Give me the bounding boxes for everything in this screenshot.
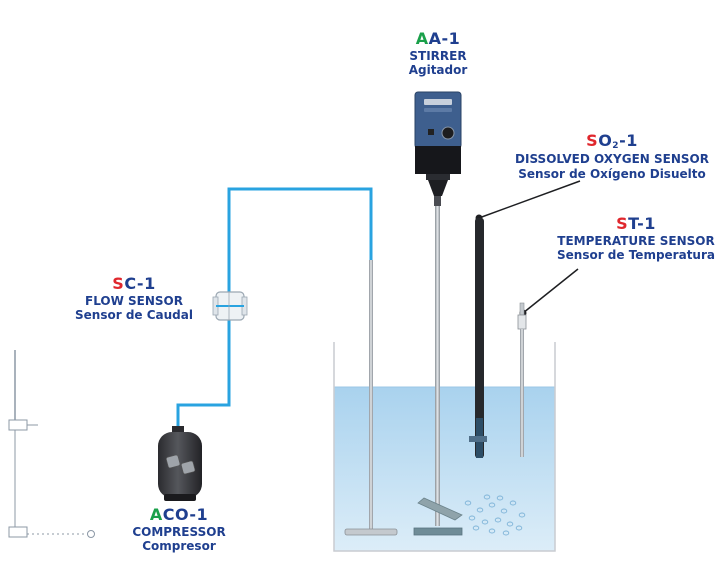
compressor-body [158, 426, 202, 501]
temperature-sensor-code: ST-1 [616, 214, 656, 233]
compressor-label: ACO-1 COMPRESSOR Compresor [120, 505, 238, 554]
stirrer-unit [413, 91, 463, 536]
temperature-probe [517, 268, 579, 457]
stirrer-name-es: Agitador [408, 63, 468, 78]
stirrer-name-en: STIRRER [409, 48, 467, 63]
air-bubbles [464, 494, 526, 536]
flow-sensor-name-en: FLOW SENSOR [85, 293, 183, 308]
air-tube [176, 187, 373, 428]
flow-sensor-label: SC-1 FLOW SENSOR Sensor de Caudal [64, 274, 204, 323]
oxygen-sensor-name-es: Sensor de Oxígeno Disuelto [518, 166, 706, 181]
compressor-name-es: Compresor [142, 539, 216, 554]
stirrer-label: AA-1 STIRRER Agitador [392, 29, 484, 78]
side-stand [8, 350, 95, 538]
temperature-sensor-name-es: Sensor de Temperatura [557, 248, 715, 263]
temperature-sensor-label: ST-1 TEMPERATURE SENSOR Sensor de Temper… [550, 214, 722, 263]
stirrer-base [413, 527, 463, 536]
oxygen-sensor-code: SO2-1 [586, 131, 638, 151]
flow-sensor-body [212, 291, 248, 321]
air-diffuser [344, 260, 398, 536]
stirrer-shaft [435, 206, 440, 526]
stirrer-code: AA-1 [415, 29, 461, 48]
compressor-code: ACO-1 [149, 505, 209, 524]
oxygen-sensor-label: SO2-1 DISSOLVED OXYGEN SENSOR Sensor de … [502, 131, 722, 181]
flow-sensor-name-es: Sensor de Caudal [75, 308, 193, 323]
temperature-sensor-name-en: TEMPERATURE SENSOR [557, 233, 715, 248]
stirrer-blade [417, 497, 463, 521]
oxygen-sensor-name-en: DISSOLVED OXYGEN SENSOR [515, 151, 709, 166]
flow-sensor-code: SC-1 [112, 274, 156, 293]
compressor-name-en: COMPRESSOR [132, 524, 226, 539]
oxygen-probe [469, 180, 581, 458]
